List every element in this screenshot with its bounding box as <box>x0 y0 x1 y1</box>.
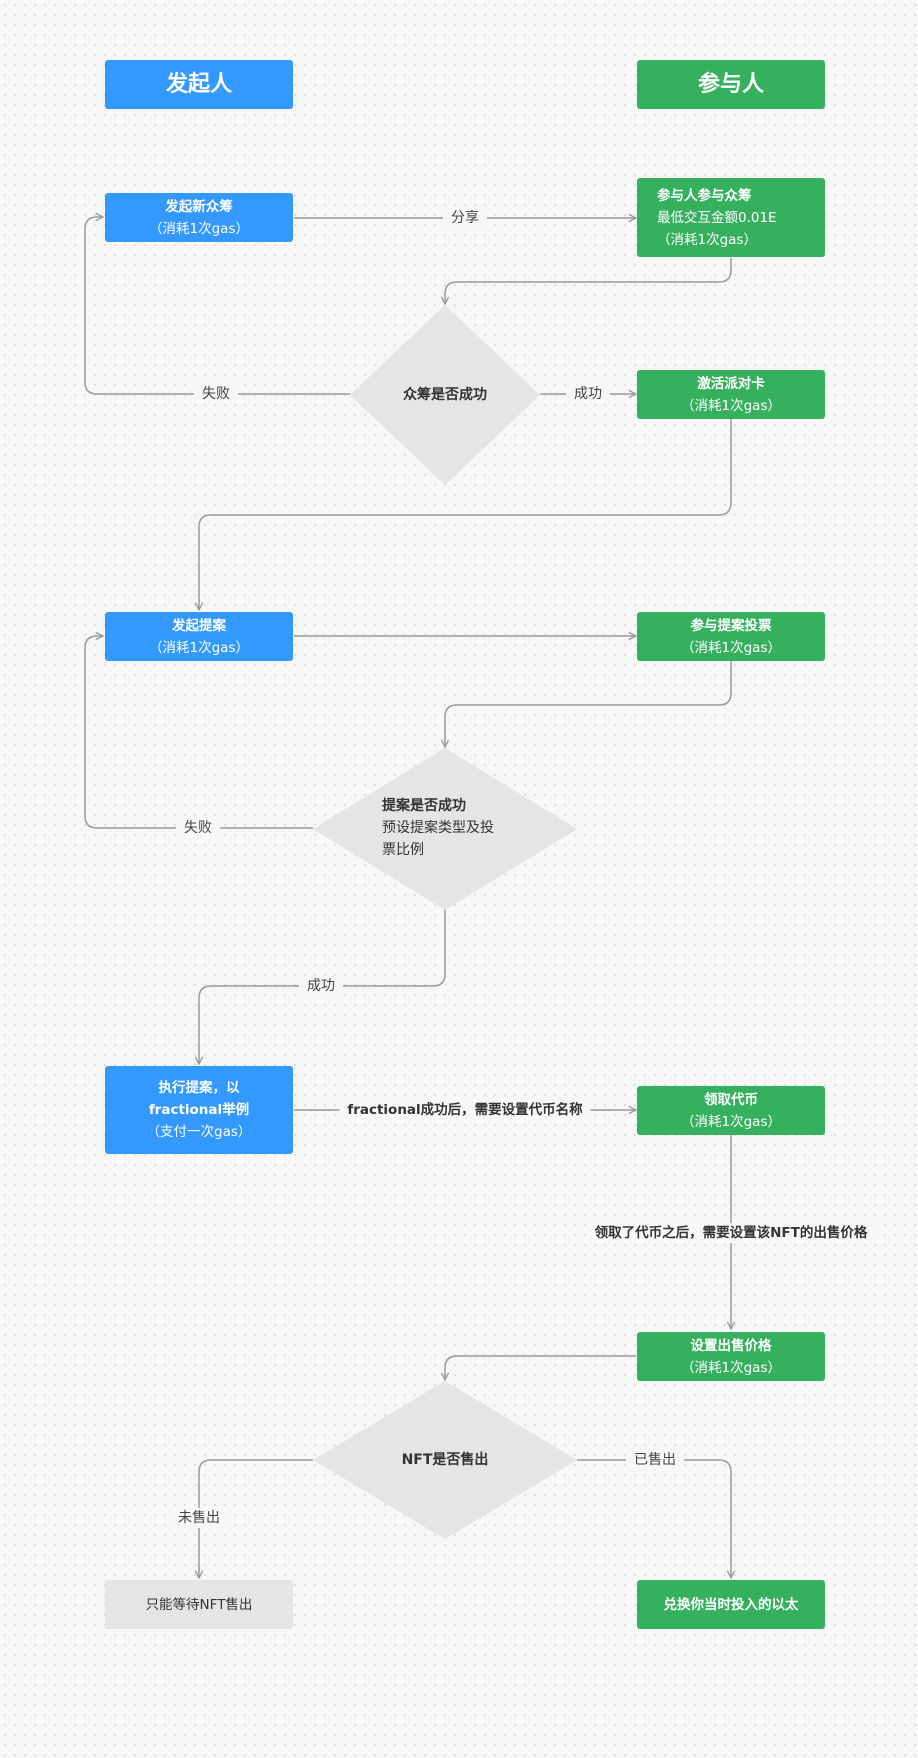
node-set-price-title: 设置出售价格 <box>690 1337 772 1354</box>
edge-label-sold: 已售出 <box>626 1450 684 1470</box>
node-claim-token-title: 领取代币 <box>704 1091 758 1108</box>
node-set-price-sub: （消耗1次gas） <box>681 1359 781 1376</box>
lane-header-initiator-label: 发起人 <box>165 71 232 97</box>
node-redeem-eth-label: 兑换你当时投入的以太 <box>663 1596 799 1613</box>
node-redeem-eth[interactable]: 兑换你当时投入的以太 <box>637 1580 825 1629</box>
edge-label-not-sold: 未售出 <box>170 1508 228 1528</box>
node-vote-proposal-sub: （消耗1次gas） <box>681 639 781 656</box>
node-vote-proposal-title: 参与提案投票 <box>690 617 772 634</box>
edge-fail-1 <box>84 217 350 395</box>
edge-sold <box>577 1459 731 1578</box>
node-activate-party-card-sub: （消耗1次gas） <box>681 397 781 414</box>
node-execute-proposal[interactable]: 执行提案，以 fractional举例 （支付一次gas） <box>105 1066 293 1154</box>
node-execute-proposal-title-2: fractional举例 <box>148 1102 250 1118</box>
node-claim-token[interactable]: 领取代币 （消耗1次gas） <box>637 1086 825 1135</box>
node-join-crowdfund[interactable]: 参与人参与众筹 最低交互金额0.01E （消耗1次gas） <box>637 178 825 257</box>
decision-nft-sold-label: NFT是否售出 <box>313 1449 577 1471</box>
node-join-crowdfund-min-amount: 最低交互金额0.01E <box>657 209 777 226</box>
decision-nft-sold-text: NFT是否售出 <box>401 1452 489 1468</box>
decision-proposal-success <box>313 748 577 910</box>
node-start-crowdfund[interactable]: 发起新众筹 （消耗1次gas） <box>105 193 293 242</box>
node-create-proposal-title: 发起提案 <box>172 617 226 634</box>
edge-label-share: 分享 <box>443 208 487 228</box>
decision-proposal-success-title: 提案是否成功 <box>382 798 466 814</box>
edge-label-success-2: 成功 <box>299 976 343 996</box>
decision-proposal-success-label: 提案是否成功 预设提案类型及投 票比例 <box>382 795 522 861</box>
decision-crowdfund-success-text: 众筹是否成功 <box>403 387 487 403</box>
decision-nft-sold <box>313 1381 577 1539</box>
node-start-crowdfund-sub: （消耗1次gas） <box>149 220 249 237</box>
edge-not-sold <box>199 1459 313 1578</box>
node-join-crowdfund-title: 参与人参与众筹 <box>657 187 752 204</box>
edge-setprice-to-decision3 <box>445 1355 636 1380</box>
edge-label-success-1: 成功 <box>566 384 610 404</box>
node-create-proposal[interactable]: 发起提案 （消耗1次gas） <box>105 612 293 661</box>
node-vote-proposal[interactable]: 参与提案投票 （消耗1次gas） <box>637 612 825 661</box>
node-activate-party-card-title: 激活派对卡 <box>697 375 765 392</box>
node-activate-party-card[interactable]: 激活派对卡 （消耗1次gas） <box>637 370 825 419</box>
edge-label-fail-2: 失败 <box>176 818 220 838</box>
edge-join-to-decision1 <box>445 258 732 304</box>
node-claim-token-sub: （消耗1次gas） <box>681 1113 781 1130</box>
edge-label-fail-1: 失败 <box>194 384 238 404</box>
lane-header-initiator: 发起人 <box>105 60 293 109</box>
node-execute-proposal-sub: （支付一次gas） <box>146 1124 252 1140</box>
lane-header-participant-label: 参与人 <box>697 71 764 97</box>
edge-vote-to-decision2 <box>445 660 732 747</box>
decision-crowdfund-success <box>350 305 540 485</box>
edge-label-after-fractional: fractional成功后，需要设置代币名称 <box>339 1100 591 1120</box>
lane-header-participant: 参与人 <box>637 60 825 109</box>
edge-label-after-claim: 领取了代币之后，需要设置该NFT的出售价格 <box>586 1223 876 1243</box>
decision-proposal-success-desc-2: 票比例 <box>382 842 424 858</box>
node-set-price[interactable]: 设置出售价格 （消耗1次gas） <box>637 1332 825 1381</box>
decision-proposal-success-desc-1: 预设提案类型及投 <box>382 820 494 836</box>
node-start-crowdfund-title: 发起新众筹 <box>165 198 233 215</box>
decision-crowdfund-success-label: 众筹是否成功 <box>350 384 540 406</box>
node-wait-sale-label: 只能等待NFT售出 <box>145 1596 253 1613</box>
node-wait-sale[interactable]: 只能等待NFT售出 <box>105 1580 293 1629</box>
edge-fail-2 <box>84 636 313 829</box>
node-join-crowdfund-sub: （消耗1次gas） <box>657 231 757 248</box>
edge-activate-to-proposal <box>199 418 732 610</box>
node-execute-proposal-title-1: 执行提案，以 <box>158 1080 240 1096</box>
node-create-proposal-sub: （消耗1次gas） <box>149 639 249 656</box>
